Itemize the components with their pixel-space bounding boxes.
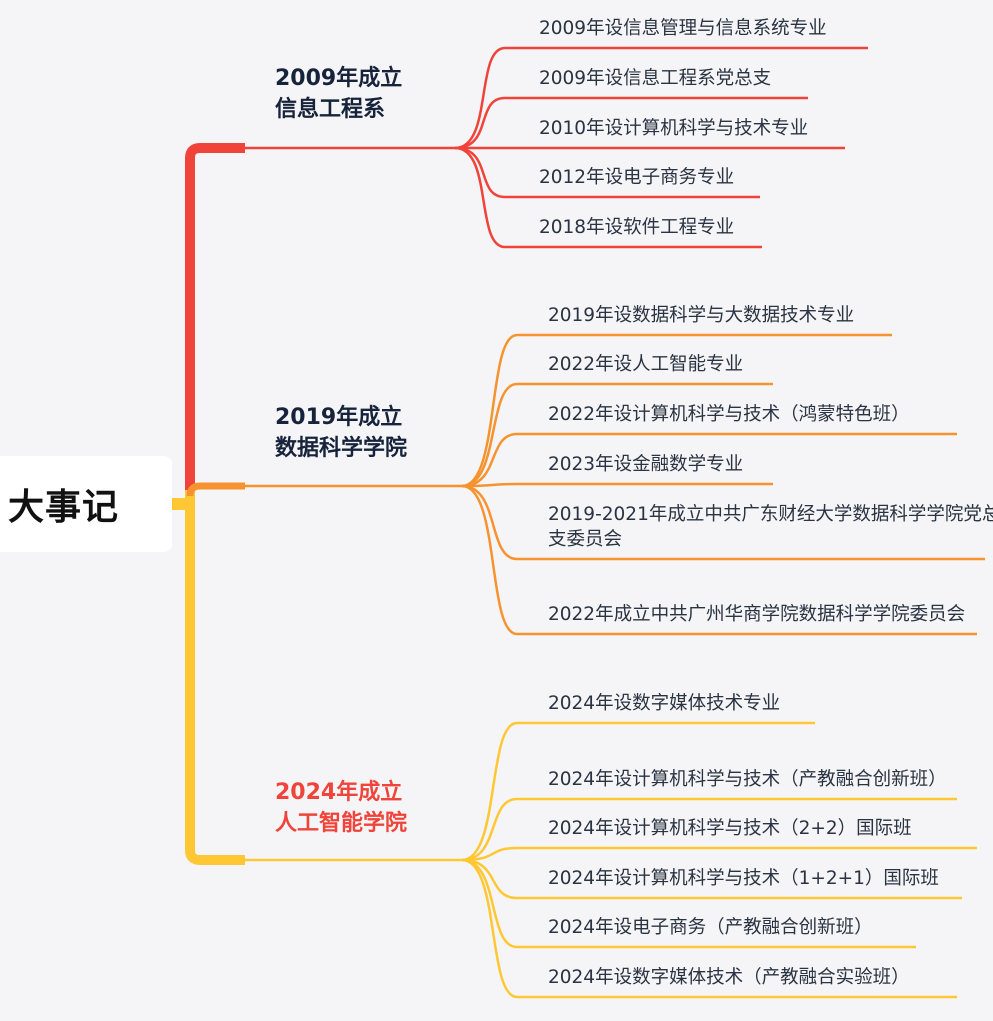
leaf-connector — [461, 484, 985, 561]
branch-node-shuju[interactable]: 2019年成立 数据科学学院 — [275, 405, 408, 461]
leaf-connector — [461, 721, 815, 862]
leaf-node[interactable]: 2010年设计算机科学与技术专业 — [539, 118, 809, 139]
leaf-node[interactable]: 2024年设电子商务（产教融合创新班） — [548, 917, 873, 938]
branch-node-rengong[interactable]: 2024年成立 人工智能学院 — [275, 780, 408, 836]
branch-node-xinxi[interactable]: 2009年成立 信息工程系 — [275, 66, 403, 122]
leaf-connector — [461, 333, 892, 488]
leaf-connector — [454, 146, 762, 249]
leaf-connector — [454, 146, 760, 199]
leaf-connector — [461, 858, 962, 900]
leaf-node[interactable]: 2024年设计算机科学与技术（1+2+1）国际班 — [548, 868, 939, 889]
trunk-orange — [186, 482, 245, 497]
leaf-node[interactable]: 2009年设信息工程系党总支 — [539, 68, 772, 89]
leaf-node[interactable]: 2019年设数据科学与大数据技术专业 — [548, 305, 855, 326]
leaf-connector — [461, 484, 977, 636]
root-label: 大事记 — [8, 487, 120, 528]
leaf-connector — [454, 46, 868, 150]
leaf-connector — [461, 858, 916, 949]
leaf-node[interactable]: 2018年设软件工程专业 — [539, 217, 735, 238]
leaf-connector — [461, 382, 773, 488]
leaf-connector — [461, 797, 957, 862]
trunk-yellow — [185, 490, 245, 865]
leaf-node[interactable]: 2009年设信息管理与信息系统专业 — [539, 18, 827, 39]
leaf-node[interactable]: 2022年设人工智能专业 — [548, 354, 744, 375]
leaf-connector — [461, 482, 773, 488]
leaf-node[interactable]: 2024年设计算机科学与技术（2+2）国际班 — [548, 818, 912, 839]
root-node[interactable]: 大事记 — [0, 456, 172, 552]
trunk-red — [185, 143, 245, 490]
leaf-node[interactable]: 2023年设金融数学专业 — [548, 454, 744, 475]
leaf-node[interactable]: 2022年成立中共广州华商学院数据科学学院委员会 — [548, 604, 966, 625]
leaf-node[interactable]: 2012年设电子商务专业 — [539, 167, 735, 188]
leaf-connector — [454, 96, 808, 150]
leaf-connector — [461, 432, 957, 488]
leaf-connector — [461, 858, 957, 999]
leaf-node[interactable]: 2022年设计算机科学与技术（鸿蒙特色班） — [548, 404, 910, 425]
leaf-connector — [461, 846, 977, 862]
leaf-node[interactable]: 2019-2021年成立中共广东财经大学数据科学学院党总支委员会 — [548, 504, 993, 550]
leaf-node[interactable]: 2024年设计算机科学与技术（产教融合创新班） — [548, 769, 947, 790]
leaf-node[interactable]: 2024年设数字媒体技术专业 — [548, 693, 781, 714]
root-connector — [172, 498, 188, 510]
leaf-node[interactable]: 2024年设数字媒体技术（产教融合实验班） — [548, 967, 910, 988]
